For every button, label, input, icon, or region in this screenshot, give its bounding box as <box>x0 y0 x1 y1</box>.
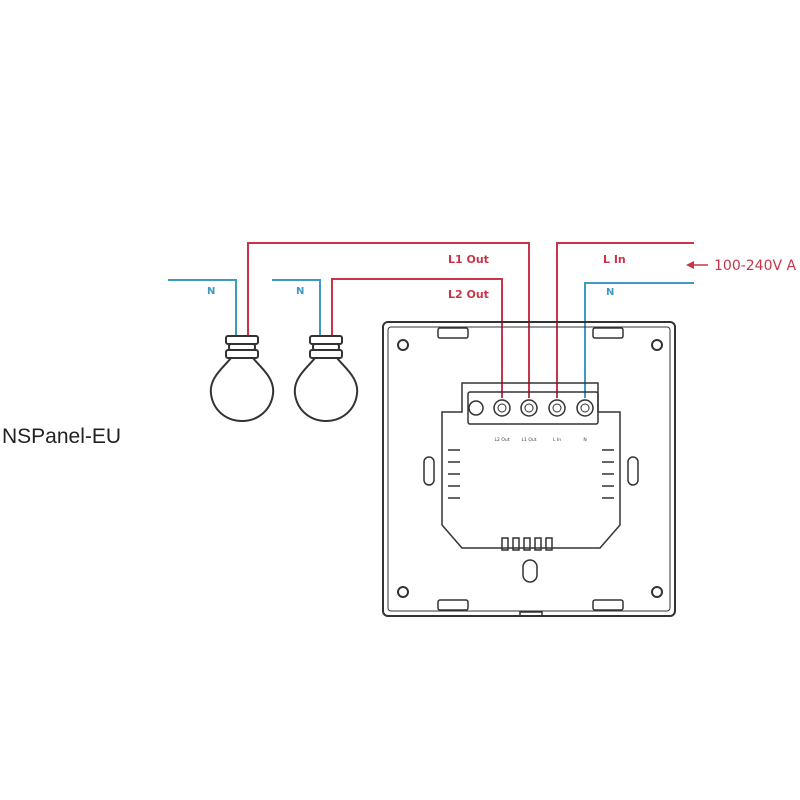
wires <box>168 242 708 398</box>
l1-out-label: L1 Out <box>448 253 489 266</box>
lamp2-neutral-wire <box>272 279 321 336</box>
l-in-wire <box>556 242 694 398</box>
slot-right <box>627 456 639 486</box>
clip-bottom-left <box>437 599 469 611</box>
terminal-label-n: N <box>583 437 586 443</box>
lamp2-neutral-label: N <box>296 286 304 297</box>
screw-hole-br <box>651 586 663 598</box>
lamp-1-icon <box>209 335 275 423</box>
nspanel-device <box>382 321 676 617</box>
l2-out-wire <box>331 278 503 398</box>
terminal-label-l1-out: L1 Out <box>522 437 537 443</box>
clip-bottom-right <box>592 599 624 611</box>
slot-left <box>423 456 435 486</box>
panel-outer-frame <box>382 321 676 617</box>
screw-hole-tr <box>651 339 663 351</box>
bottom-notch <box>519 611 543 616</box>
main-neutral-label: N <box>606 287 614 298</box>
screw-hole-tl <box>397 339 409 351</box>
l-in-label: L In <box>603 253 626 266</box>
l2-out-label: L2 Out <box>448 288 489 301</box>
device-name: NSPanel-EU <box>2 425 121 448</box>
terminal-label-l-in: L In <box>553 437 561 443</box>
lamp1-neutral-wire <box>168 279 237 336</box>
screw-hole-bl <box>397 586 409 598</box>
terminal-screw-aux <box>468 400 484 416</box>
lamp1-neutral-label: N <box>207 286 215 297</box>
right-ribs <box>602 449 614 499</box>
lamp-2-icon <box>293 335 359 423</box>
l1-out-wire <box>247 242 530 398</box>
supply-arrow-head <box>686 261 694 269</box>
supply-voltage-label: 100-240V A <box>714 258 797 274</box>
slot-bottom <box>522 559 538 583</box>
terminal-label-l2-out: L2 Out <box>495 437 510 443</box>
clip-top-right <box>592 327 624 339</box>
clip-top-left <box>437 327 469 339</box>
left-ribs <box>448 449 460 499</box>
terminal-block <box>467 391 599 425</box>
panel-inner-frame <box>387 326 671 612</box>
bottom-ribs <box>501 537 553 551</box>
main-neutral-wire <box>584 282 694 398</box>
